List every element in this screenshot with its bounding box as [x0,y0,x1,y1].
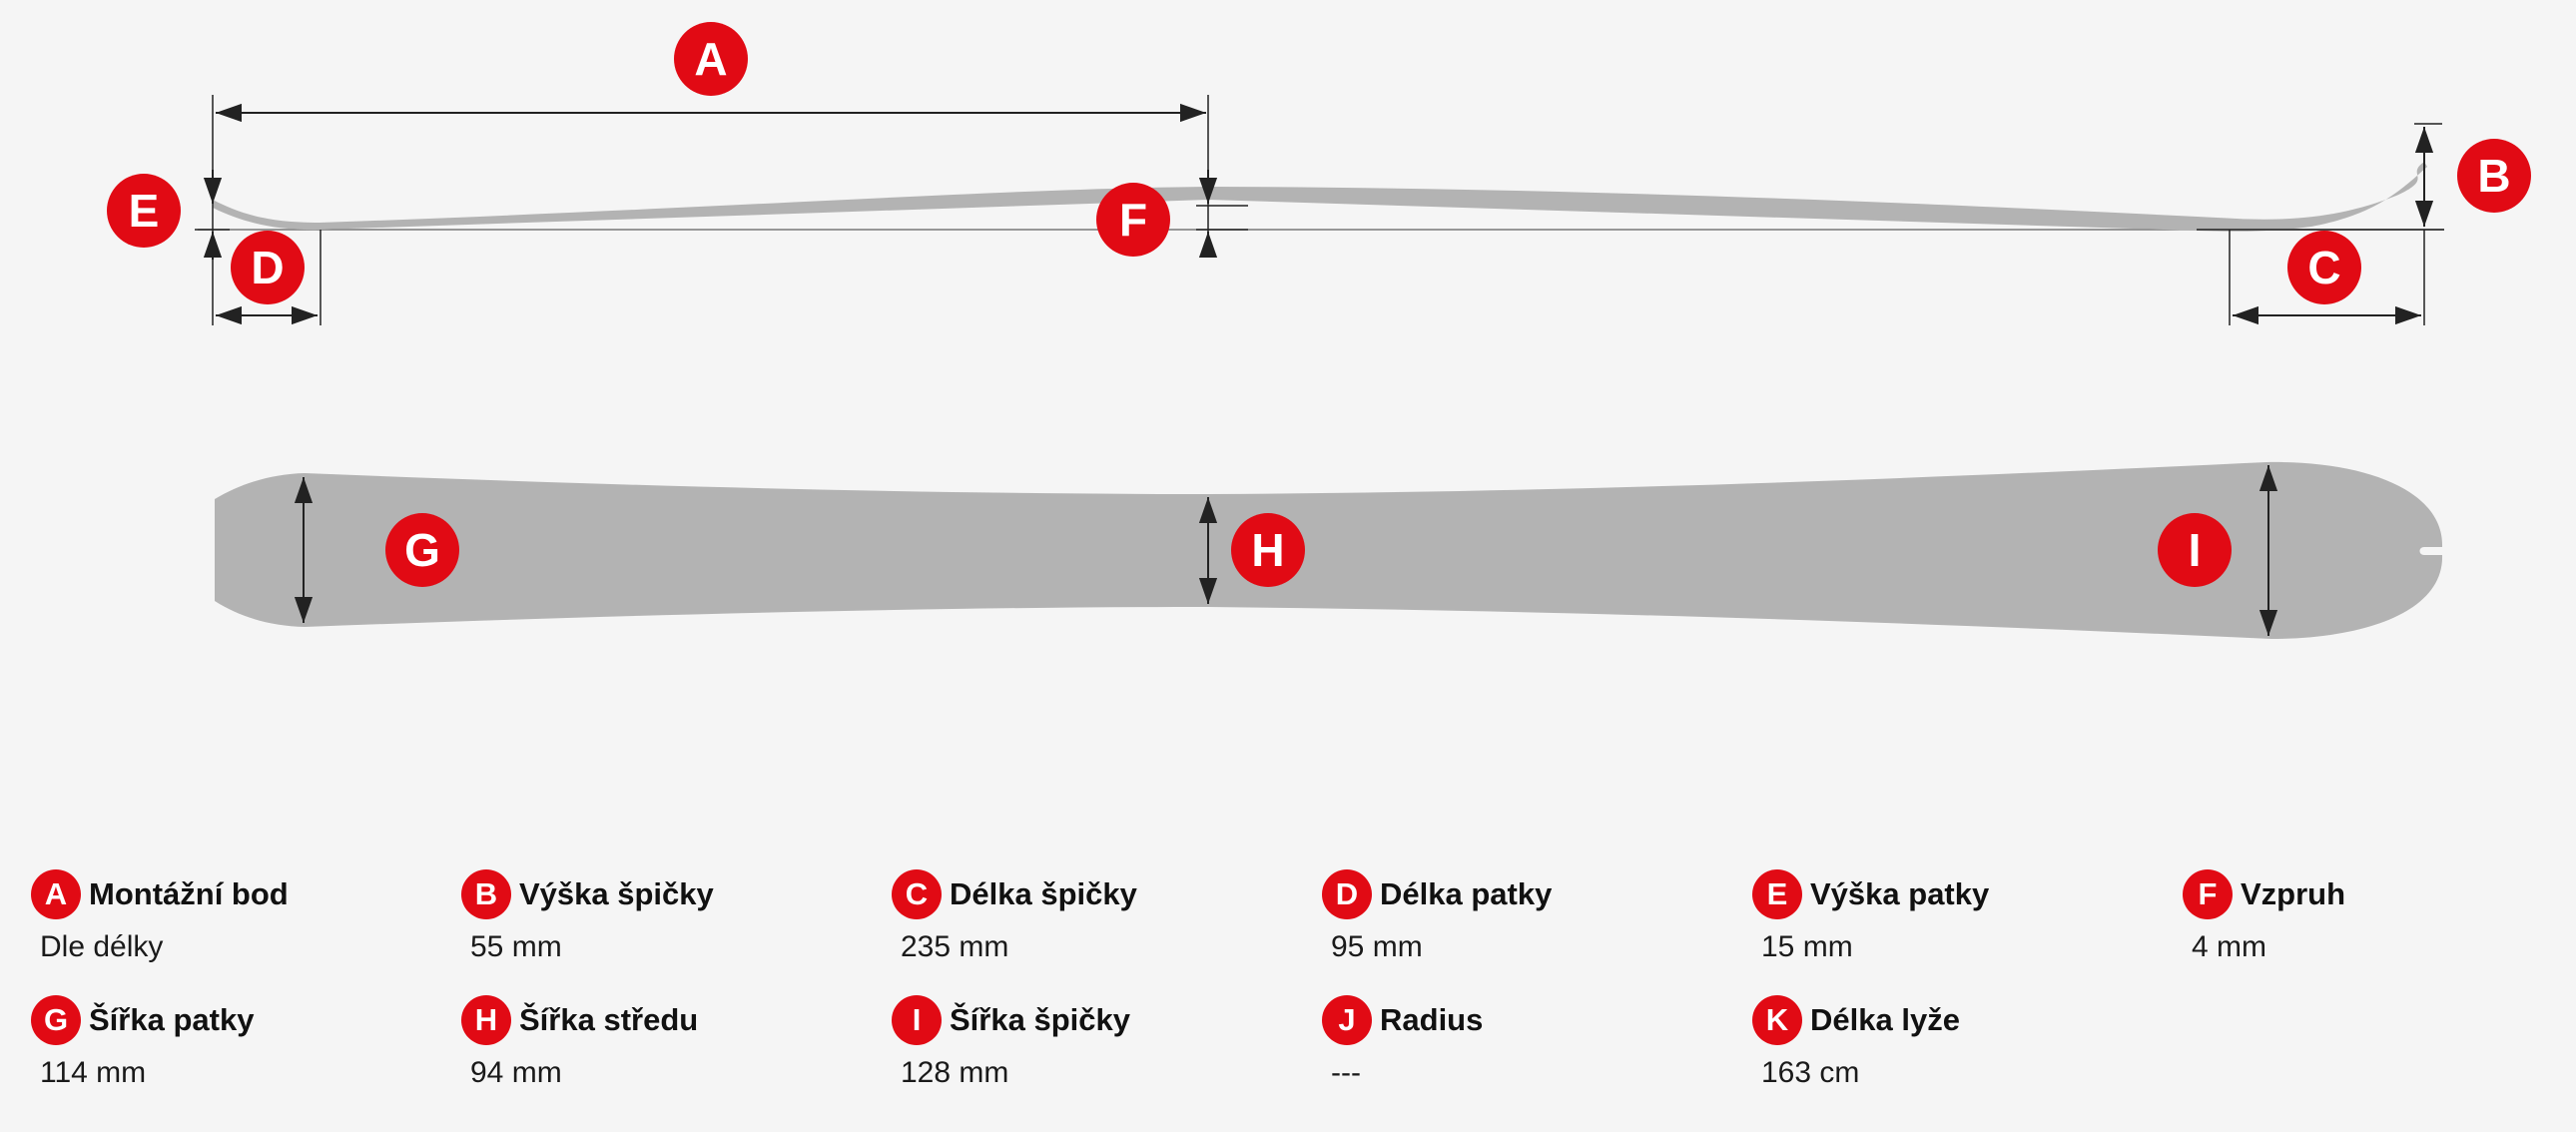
ski-side-profile: A B C D E F [107,22,2531,325]
svg-text:C: C [2307,242,2340,293]
badge-g: G [385,513,459,587]
legend-head: D Délka patky [1322,868,1741,920]
legend-badge: E [1752,869,1802,919]
svg-text:A: A [694,33,727,85]
legend-value: 114 mm [40,1056,147,1089]
svg-text:E: E [129,185,160,237]
legend-badge: F [2183,869,2233,919]
badge-e: E [107,174,181,248]
legend-badge: I [892,995,942,1045]
legend-head: E Výška patky [1752,868,2172,920]
legend-head: A Montážní bod [31,868,450,920]
legend-badge: A [31,869,81,919]
legend-item-b: B Výška špičky 55 mm [461,868,881,964]
legend-item-k: K Délka lyže 163 cm [1752,994,2172,1090]
legend-label: Výška špičky [519,876,714,911]
legend-badge: B [461,869,511,919]
badge-h: H [1231,513,1305,587]
ski-profile-shape [213,162,2427,232]
legend-label: Šířka středu [519,1002,699,1037]
legend-item-a: A Montážní bod Dle délky [31,868,450,964]
legend-badge: J [1322,995,1372,1045]
legend-value: 94 mm [470,1056,562,1089]
svg-text:G: G [404,524,440,576]
legend-head: F Vzpruh [2183,868,2576,920]
legend-value: 235 mm [901,930,1009,963]
legend-head: G Šířka patky [31,994,450,1046]
legend-item-g: G Šířka patky 114 mm [31,994,450,1090]
legend-badge: H [461,995,511,1045]
legend-value: 163 cm [1761,1056,1860,1089]
legend-badge: K [1752,995,1802,1045]
legend-label: Délka patky [1380,876,1553,911]
legend-label: Délka lyže [1810,1002,1960,1037]
legend-value: 95 mm [1331,930,1423,963]
legend-label: Montážní bod [89,876,289,911]
legend-item-d: D Délka patky 95 mm [1322,868,1741,964]
legend-badge: C [892,869,942,919]
legend-badge: D [1322,869,1372,919]
legend-label: Šířka patky [89,1002,255,1037]
legend-head: C Délka špičky [892,868,1311,920]
legend-item-j: J Radius --- [1322,994,1741,1090]
legend-label: Šířka špičky [950,1002,1130,1037]
ski-top-shape [215,461,2443,639]
svg-text:D: D [251,242,284,293]
svg-text:F: F [1119,194,1147,246]
badge-d: D [231,231,305,304]
legend-item-i: I Šířka špičky 128 mm [892,994,1311,1090]
badge-i: I [2158,513,2232,587]
svg-text:I: I [2189,524,2202,576]
badge-c: C [2287,231,2361,304]
legend-head: I Šířka špičky [892,994,1311,1046]
legend-value: Dle délky [40,930,164,963]
badge-b: B [2457,139,2531,213]
legend-item-f: F Vzpruh 4 mm [2183,868,2576,964]
legend-item-e: E Výška patky 15 mm [1752,868,2172,964]
legend-label: Délka špičky [950,876,1137,911]
legend-label: Vzpruh [2241,876,2346,911]
svg-text:H: H [1251,524,1284,576]
legend-head: J Radius [1322,994,1741,1046]
legend-label: Radius [1380,1002,1484,1037]
legend-value: 15 mm [1761,930,1853,963]
legend-value: 4 mm [2192,930,2266,963]
legend-item-c: C Délka špičky 235 mm [892,868,1311,964]
legend-head: H Šířka středu [461,994,881,1046]
legend-badge: G [31,995,81,1045]
legend-value: 55 mm [470,930,562,963]
legend-value: --- [1331,1056,1361,1089]
badge-a: A [674,22,748,96]
svg-text:B: B [2477,150,2510,202]
ski-top-view: G H I [215,461,2443,639]
legend-label: Výška patky [1810,876,1990,911]
legend-head: B Výška špičky [461,868,881,920]
legend-head: K Délka lyže [1752,994,2172,1046]
legend-value: 128 mm [901,1056,1009,1089]
legend-item-h: H Šířka středu 94 mm [461,994,881,1090]
badge-f: F [1096,183,1170,257]
